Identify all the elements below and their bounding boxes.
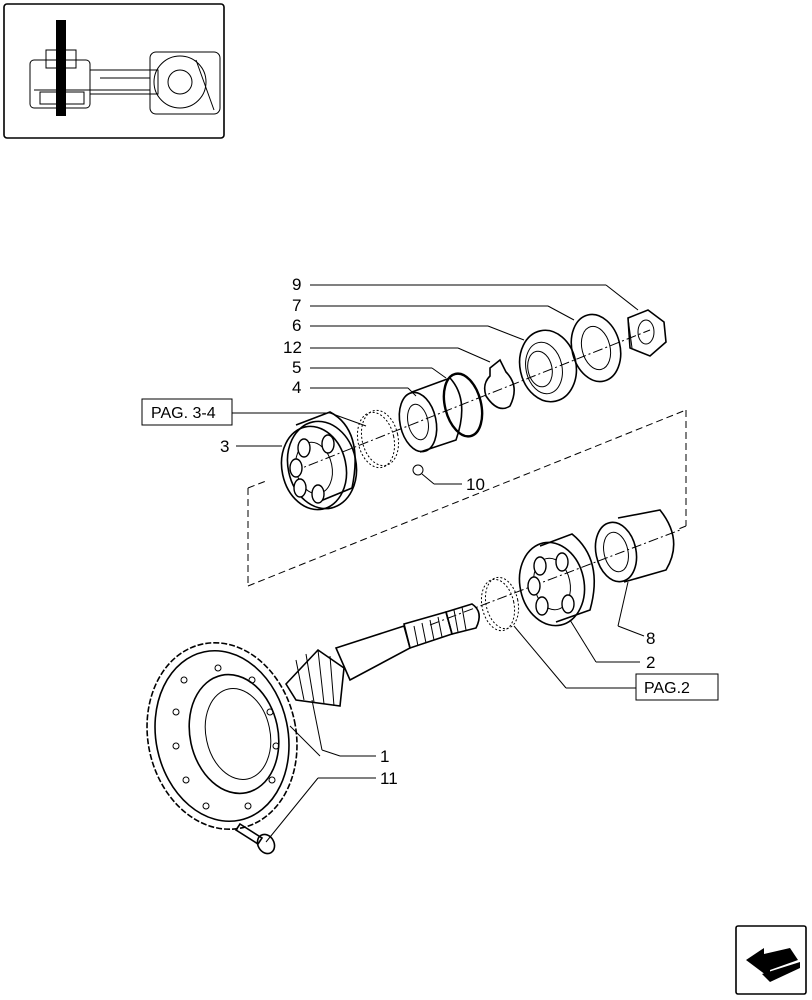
part-3-bearing[interactable] bbox=[274, 411, 364, 516]
upper-shim[interactable] bbox=[353, 407, 404, 471]
lower-shim[interactable] bbox=[477, 574, 523, 634]
part-8-sleeve[interactable] bbox=[590, 509, 675, 586]
part-11-bolt[interactable] bbox=[234, 822, 278, 857]
page-ref-upper[interactable]: PAG. 3-4 bbox=[141, 398, 233, 426]
part-2-bearing[interactable] bbox=[512, 533, 596, 632]
callout-7: 7 bbox=[292, 296, 301, 315]
part-9-nut[interactable] bbox=[627, 309, 667, 357]
crown-bolt-holes bbox=[172, 664, 280, 810]
callout-3: 3 bbox=[220, 437, 229, 456]
part-12-lock-washer[interactable] bbox=[483, 358, 515, 410]
part-10-ball[interactable] bbox=[412, 464, 424, 476]
axle-locator-thumbnail[interactable] bbox=[3, 3, 225, 139]
upper-axis bbox=[291, 329, 651, 473]
callout-8: 8 bbox=[646, 629, 655, 648]
next-page-arrow-icon[interactable] bbox=[735, 925, 807, 995]
page-ref-upper-label: PAG. 3-4 bbox=[151, 405, 216, 422]
callout-5: 5 bbox=[292, 358, 301, 377]
callout-10: 10 bbox=[466, 475, 485, 494]
callout-2: 2 bbox=[646, 653, 655, 672]
part-5-o-ring[interactable] bbox=[438, 370, 488, 441]
axle-housing-sketch bbox=[29, 20, 221, 116]
page-ref-lower-label: PAG.2 bbox=[644, 680, 690, 697]
callout-6: 6 bbox=[292, 316, 301, 335]
page-ref-lower[interactable]: PAG.2 bbox=[635, 673, 719, 701]
assembly-boundary bbox=[247, 409, 687, 587]
lower-axis bbox=[429, 529, 681, 626]
callout-11: 11 bbox=[380, 769, 398, 788]
leader-lines bbox=[232, 284, 645, 843]
callout-4: 4 bbox=[292, 378, 301, 397]
part-4-spacer[interactable] bbox=[394, 377, 463, 455]
callout-12: 12 bbox=[283, 338, 302, 357]
part-7-washer[interactable] bbox=[564, 309, 627, 387]
crown-wheel[interactable] bbox=[130, 629, 314, 844]
part-1-pinion-shaft[interactable] bbox=[284, 603, 480, 707]
callout-1: 1 bbox=[380, 747, 389, 766]
part-6-bearing[interactable] bbox=[513, 325, 583, 407]
callout-9: 9 bbox=[292, 275, 301, 294]
